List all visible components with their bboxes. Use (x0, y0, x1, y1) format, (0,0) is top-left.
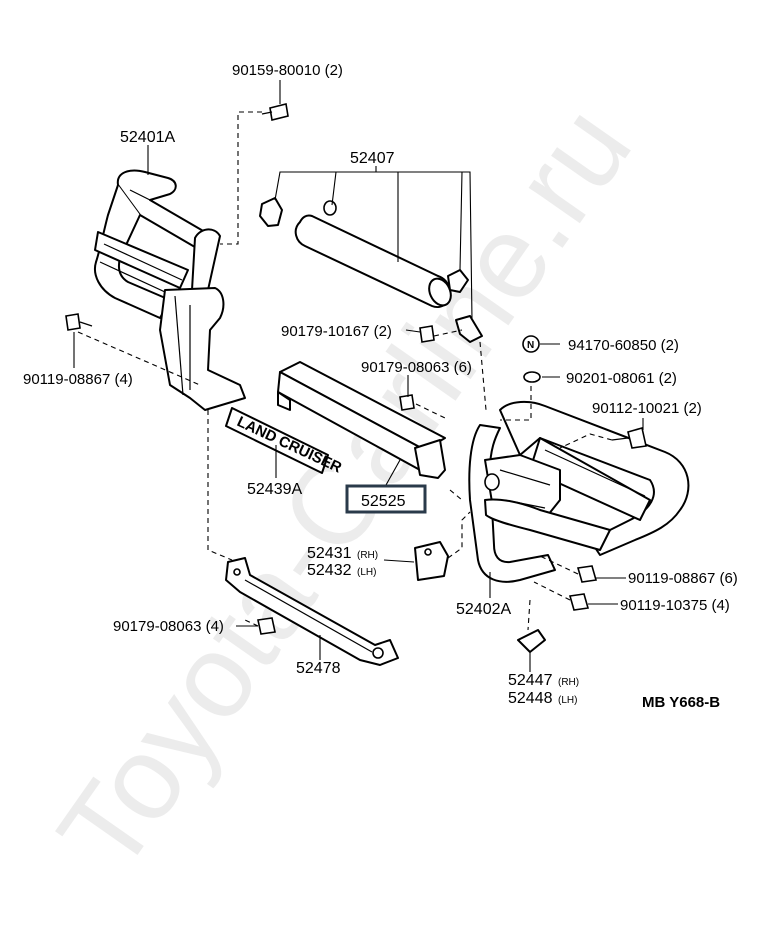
assembly-lines (77, 111, 613, 631)
label-90119-08867-4: 90119-08867 (4) (23, 371, 133, 388)
label-52402A: 52402A (456, 601, 511, 618)
highlight-box-52525 (345, 484, 427, 514)
label-52431: 52431 (307, 545, 352, 562)
label-52448-side: (LH) (558, 695, 577, 706)
label-90179-08063-6: 90179-08063 (6) (361, 359, 472, 376)
label-52432: 52432 (307, 562, 352, 579)
center-tube-bar (259, 197, 483, 343)
fasteners: N (65, 103, 647, 635)
label-52447-side: (RH) (558, 677, 579, 688)
clip-top-left (259, 197, 283, 227)
leader-lines (73, 80, 644, 672)
label-90119-10375: 90119-10375 (4) (620, 597, 730, 614)
label-52407: 52407 (350, 150, 395, 167)
clip-lower-right (455, 315, 483, 343)
label-94170-60850: 94170-60850 (2) (568, 337, 679, 354)
label-52448: 52448 (508, 690, 553, 707)
clip-right (447, 269, 469, 293)
right-bumper-guard (468, 400, 690, 583)
label-90112-10021: 90112-10021 (2) (592, 400, 702, 417)
label-52439A: 52439A (247, 481, 302, 498)
label-52431-side: (RH) (357, 550, 378, 561)
label-90179-08063-4: 90179-08063 (4) (113, 618, 224, 635)
n-marker-text: N (527, 340, 534, 351)
front-cross-member (277, 361, 446, 479)
label-90179-10167: 90179-10167 (2) (281, 323, 392, 340)
part-labels: 90159-80010 (2) 52401A 52407 90179-10167… (23, 62, 738, 711)
label-90159-80010: 90159-80010 (2) (232, 62, 343, 79)
label-90201-08061: 90201-08061 (2) (566, 370, 677, 387)
label-52478: 52478 (296, 660, 341, 677)
label-90119-08867-6: 90119-08867 (6) (628, 570, 738, 587)
label-52401A: 52401A (120, 129, 175, 146)
label-52525: 52525 (361, 493, 406, 510)
label-52447: 52447 (508, 672, 553, 689)
n-marker-circle (522, 335, 540, 353)
label-52432-side: (LH) (357, 567, 376, 578)
figure-code: MB Y668-B (642, 694, 720, 711)
guard-plate (517, 629, 546, 653)
side-bracket (414, 541, 449, 581)
lower-stay (225, 557, 399, 666)
left-bumper-guard (94, 169, 246, 411)
